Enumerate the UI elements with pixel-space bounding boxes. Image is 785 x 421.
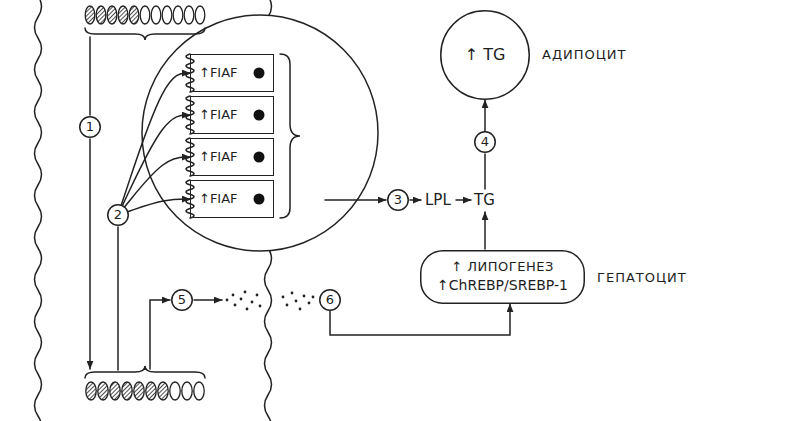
bacterium: [170, 382, 180, 400]
circle-outline: [388, 190, 409, 211]
marker-text: ↑FIAF: [199, 192, 238, 206]
metabolite-dot: [234, 304, 237, 307]
process-text: ↑ ЛИПОГЕНЕЗ: [432, 257, 573, 276]
nucleus: [254, 68, 265, 79]
enterocyte-cell: ↑FIAF: [190, 138, 274, 176]
callout-number: 5: [178, 293, 186, 307]
metabolite-dot: [240, 298, 243, 301]
flow-line: [89, 37, 91, 115]
bacterium: [162, 6, 172, 24]
enterocyte-cell: ↑FIAF: [190, 96, 274, 134]
flow-line: [484, 154, 486, 189]
circle-outline: [108, 205, 129, 226]
bacterium: [194, 382, 204, 400]
enzyme-label: LPL: [425, 191, 451, 209]
bacterium: [195, 6, 205, 24]
metabolite-dot: [251, 301, 254, 304]
metabolite-dot: [295, 300, 298, 303]
flow-arrow: [325, 199, 386, 201]
bacterium: [158, 382, 168, 400]
callout-number: 3: [394, 193, 402, 207]
circle-outline: [80, 117, 101, 138]
bracket: [85, 28, 205, 40]
bacterium: [118, 6, 128, 24]
bacterium: [151, 6, 161, 24]
nucleus: [254, 110, 265, 121]
flow-arrow: [150, 300, 170, 369]
cell-content: ↑ TG: [465, 46, 506, 64]
hepatocyte-outline: [421, 251, 585, 304]
metabolite-dot: [312, 296, 315, 299]
metabolite-dot: [308, 302, 311, 305]
nucleus: [254, 152, 265, 163]
callout-circle: 6: [319, 289, 341, 311]
bacterium: [173, 6, 183, 24]
flow-line: [117, 227, 119, 370]
connector-arrow: [330, 304, 510, 335]
metabolite-dot: [232, 294, 235, 297]
bacterium: [110, 382, 120, 400]
callout-circle: 1: [79, 116, 101, 138]
gene-text: ↑ChREBP/SREBP-1: [432, 276, 573, 295]
bacterium: [140, 6, 150, 24]
cell-name: ГЕПАТОЦИТ: [597, 268, 687, 287]
metabolite-dot: [286, 304, 289, 307]
enterocyte-cell: ↑FIAF: [190, 180, 274, 218]
circle-outline: [475, 132, 496, 153]
bacterium: [85, 6, 95, 24]
marker-text: ↑FIAF: [199, 150, 238, 164]
metabolite-dot: [226, 299, 229, 302]
connector-arrow: [128, 199, 190, 211]
bacterium: [96, 6, 106, 24]
cell-name: АДИПОЦИТ: [542, 48, 627, 62]
villus-circle: [142, 15, 378, 251]
bacterium: [146, 382, 156, 400]
metabolite-dot: [282, 296, 285, 299]
connector-arrow: [121, 73, 190, 205]
circle-outline: [441, 11, 530, 100]
hepatocyte-box: ↑ ЛИПОГЕНЕЗ↑ChREBP/SREBP-1ГЕПАТОЦИТ: [420, 250, 585, 304]
bacterium: [98, 382, 108, 400]
bacterium: [182, 382, 192, 400]
nucleus: [254, 194, 265, 205]
bacterium: [107, 6, 117, 24]
flow-arrow: [484, 212, 486, 249]
metabolite-dot: [244, 291, 247, 294]
bacterium: [184, 6, 194, 24]
flow-arrow: [89, 139, 91, 369]
circle-outline: [172, 290, 193, 311]
callout-number: 4: [481, 135, 489, 149]
metabolite-dot: [256, 294, 259, 297]
bacterium: [129, 6, 139, 24]
callout-circle: 4: [474, 131, 496, 153]
molecule-label: TG: [474, 191, 495, 209]
membrane-wave: [35, 0, 42, 421]
metabolite-dot: [299, 308, 302, 311]
flow-arrow: [456, 199, 471, 201]
enterocyte-cell: ↑FIAF: [190, 54, 274, 92]
bracket: [85, 366, 205, 378]
bacterium: [134, 382, 144, 400]
bracket: [280, 54, 300, 218]
callout-circle: 3: [387, 189, 409, 211]
adipocyte-circle: ↑ TGАДИПОЦИТ: [440, 10, 530, 100]
callout-circle: 2: [107, 204, 129, 226]
circle-outline: [320, 290, 341, 311]
bacterium: [122, 382, 132, 400]
metabolite-dot: [259, 305, 262, 308]
callout-number: 1: [86, 120, 94, 134]
callout-number: 6: [326, 293, 334, 307]
metabolite-dot: [303, 295, 306, 298]
metabolite-dot: [291, 292, 294, 295]
connector-arrow: [123, 115, 190, 205]
marker-text: ↑FIAF: [199, 108, 238, 122]
connector-arrow: [484, 100, 486, 131]
callout-number: 2: [114, 208, 122, 222]
callout-circle: 5: [171, 289, 193, 311]
bacterium: [86, 382, 96, 400]
flow-arrow: [194, 299, 222, 301]
metabolite-dot: [246, 308, 249, 311]
marker-text: ↑FIAF: [199, 66, 238, 80]
flow-arrow: [410, 199, 421, 201]
